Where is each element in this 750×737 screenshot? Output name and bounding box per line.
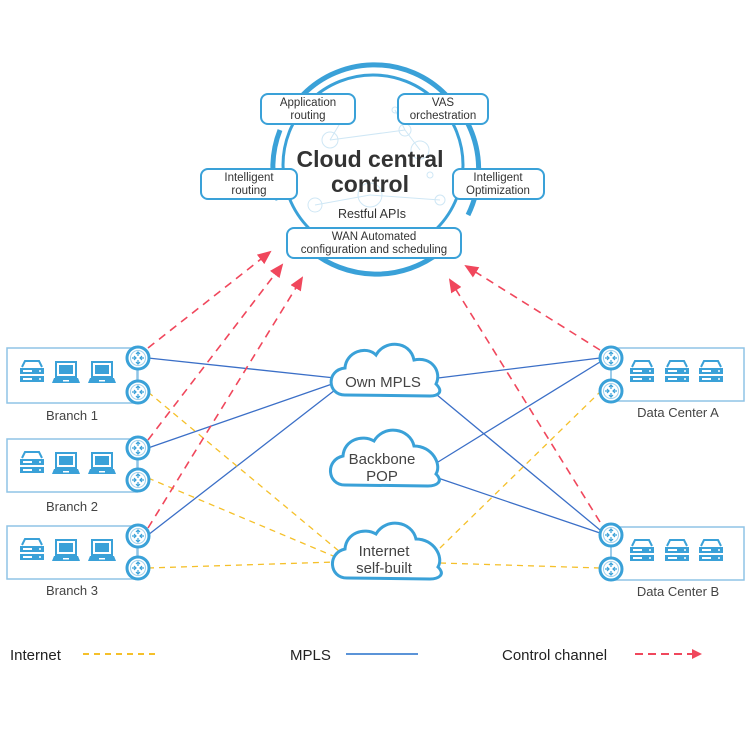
site-label: Data Center A (637, 405, 719, 420)
chip-intelligent-routing-line1: Intelligent (224, 172, 274, 184)
hub-outer-arc-right (463, 118, 482, 217)
legend-item-mpls: MPLS (290, 647, 418, 664)
site-data-center-b: Data Center B (598, 522, 745, 599)
mpls-link (147, 389, 336, 536)
router-icon (125, 555, 151, 581)
chip-wan-line1: WAN Automated (332, 231, 417, 243)
router-icon (125, 345, 151, 371)
legend-item-internet: Internet (10, 647, 155, 664)
legend-item-control: Control channel (502, 647, 702, 664)
cloud-internet-line2: self-built (356, 560, 413, 577)
chip-wan-automated: WAN Automated configuration and scheduli… (286, 227, 462, 259)
hub-outer-thin-arc (319, 257, 426, 275)
legend-label-internet: Internet (10, 647, 62, 664)
mpls-link (147, 357, 336, 379)
cloud-backbone-pop: Backbone POP (329, 428, 441, 488)
router-icon (598, 522, 624, 548)
site-branch-1: Branch 1 (6, 345, 151, 423)
internet-link (147, 561, 336, 569)
chip-intelligent-optimization-line1: Intelligent (473, 172, 523, 184)
cloud-own-mpls: Own MPLS (329, 342, 442, 398)
mpls-links (147, 357, 601, 536)
router-icon (598, 378, 624, 404)
chip-wan-line2: configuration and scheduling (301, 244, 447, 256)
hub-title-line1: Cloud central (297, 146, 444, 172)
internet-link (147, 477, 339, 559)
router-icon (125, 523, 151, 549)
control-link (147, 263, 284, 441)
router-icon (598, 345, 624, 371)
site-branch-3: Branch 3 (6, 523, 151, 598)
site-data-center-a: Data Center A (598, 345, 745, 420)
control-links (147, 250, 601, 529)
router-icon (125, 467, 151, 493)
hub-subtitle: Restful APIs (338, 207, 406, 221)
mpls-link (424, 384, 601, 531)
chip-application-routing: Application routing (260, 93, 356, 125)
mpls-link (437, 361, 601, 463)
chip-intelligent-optimization-line2: Optimization (466, 185, 530, 197)
site-label: Data Center B (637, 584, 719, 599)
chip-application-routing-line2: routing (290, 110, 325, 122)
site-label: Branch 1 (46, 408, 98, 423)
internet-link (439, 391, 601, 549)
legend: Internet MPLS Control channel (10, 647, 702, 664)
laptop-icon (51, 452, 81, 475)
control-link (147, 276, 304, 529)
laptop-icon (87, 452, 117, 475)
chip-application-routing-line1: Application (280, 97, 336, 109)
mpls-link (431, 475, 601, 534)
control-link (448, 278, 601, 523)
cloud-own-mpls-label: Own MPLS (345, 374, 421, 391)
control-link (464, 264, 601, 351)
cloud-backbone-pop-line1: Backbone (349, 451, 416, 468)
laptop-icon (51, 361, 81, 384)
control-link (147, 250, 272, 349)
chip-vas-line2: orchestration (410, 110, 476, 122)
internet-link (147, 391, 341, 553)
hub-outer-arc-top (298, 62, 448, 100)
laptop-icon (51, 539, 81, 562)
central-control-hub: Cloud central control Restful APIs Appli… (200, 62, 545, 277)
cloud-internet-line1: Internet (359, 543, 411, 560)
internet-links (147, 391, 601, 569)
chip-vas-line1: VAS (432, 97, 454, 109)
site-label: Branch 2 (46, 499, 98, 514)
chip-intelligent-optimization: Intelligent Optimization (452, 168, 545, 200)
hub-title-line2: control (331, 171, 409, 197)
laptop-icon (87, 539, 117, 562)
chip-vas-orchestration: VAS orchestration (397, 93, 489, 125)
cloud-backbone-pop-line2: POP (366, 468, 398, 485)
site-branch-2: Branch 2 (6, 435, 151, 514)
router-icon (598, 556, 624, 582)
chip-intelligent-routing-line2: routing (231, 185, 266, 197)
chip-intelligent-routing: Intelligent routing (200, 168, 298, 200)
cloud-internet-self-built: Internet self-built (331, 521, 443, 581)
router-icon (125, 435, 151, 461)
site-label: Branch 3 (46, 583, 98, 598)
router-icon (125, 379, 151, 405)
legend-label-mpls: MPLS (290, 647, 331, 664)
mpls-link (147, 382, 336, 449)
laptop-icon (87, 361, 117, 384)
mpls-link (437, 357, 601, 379)
legend-label-control: Control channel (502, 647, 607, 664)
internet-link (439, 562, 601, 569)
